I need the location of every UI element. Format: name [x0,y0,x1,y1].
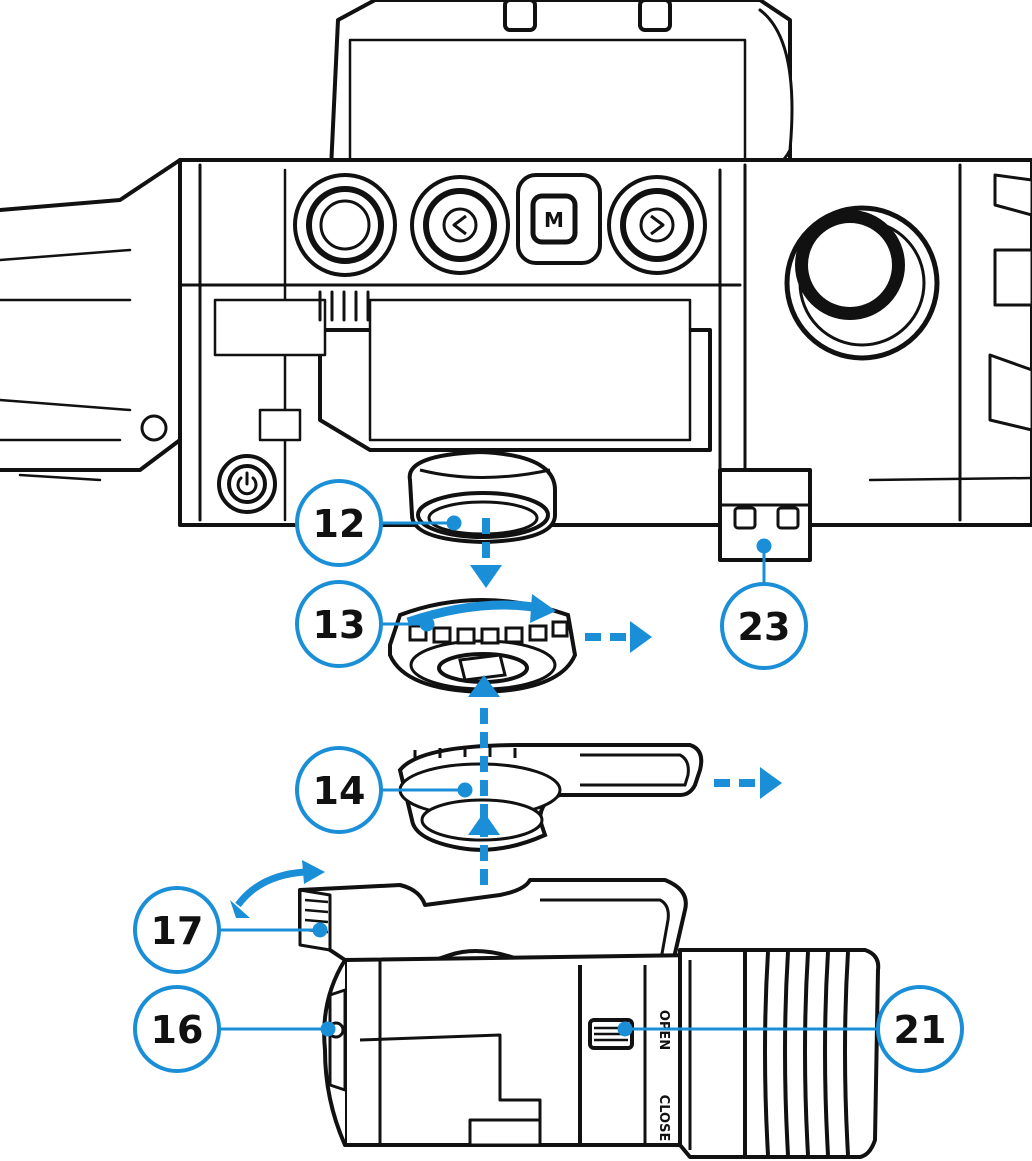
callout-21: 21 [876,985,964,1073]
flip-arrow-icon [302,860,325,884]
callout-21-label: 21 [894,1008,947,1052]
button-left[interactable] [410,175,510,275]
power-button[interactable] [227,464,267,504]
part-ocular-clip [397,743,704,852]
down-arrow-icon [470,565,502,588]
menu-button-label: M [544,208,564,232]
callout-13: 13 [295,580,383,668]
callout-16-label: 16 [151,1008,204,1052]
close-label: CLOSE [656,1095,671,1142]
callout-14: 14 [295,746,383,834]
left-arrow-icon [442,207,478,243]
callout-23-label: 23 [738,605,791,649]
button-blank[interactable] [293,173,397,277]
control-knob [784,205,940,361]
part-adapter-ring [388,598,578,695]
right-arrow-icon [639,207,675,243]
right-arrow-icon [630,621,652,653]
callout-13-label: 13 [313,603,366,647]
callout-12: 12 [295,479,383,567]
rotate-arrow-icon [530,594,556,623]
right-arrow-icon [760,767,782,799]
flow-arrows [230,518,782,918]
callout-14-label: 14 [313,769,366,813]
button-right[interactable] [607,175,707,275]
callout-23: 23 [720,582,808,670]
power-icon [236,471,258,496]
up-arrow-icon [468,812,500,835]
callouts: 12 13 14 17 16 21 23 [133,479,964,1073]
callout-leaders [219,515,878,1037]
callout-12-label: 12 [313,502,366,546]
callout-17: 17 [133,886,221,974]
callout-17-label: 17 [151,909,204,953]
callout-16: 16 [133,985,221,1073]
eyepiece-assembly [298,878,881,1159]
button-row: M [293,173,707,277]
up-arrow-icon [468,675,500,697]
button-menu[interactable]: M [516,173,602,265]
